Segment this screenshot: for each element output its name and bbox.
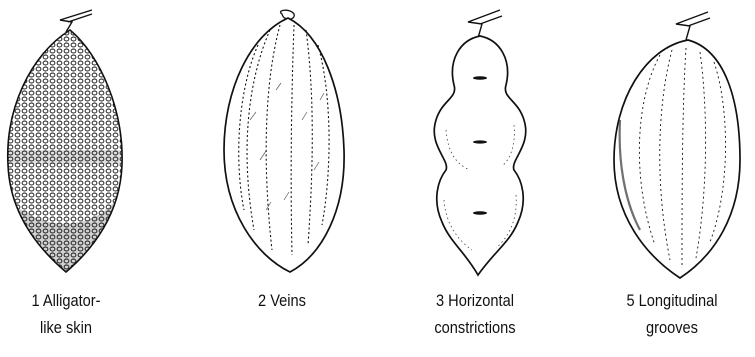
caption-horizontal-constrictions: 3 Horizontal constrictions: [411, 287, 540, 341]
stem: [676, 12, 710, 40]
caption-longitudinal-grooves: 5 Longitudinal grooves: [603, 287, 741, 341]
pod-constrictions-drawing: [410, 0, 550, 285]
stem: [468, 10, 502, 38]
stem: [60, 10, 92, 32]
caption-veins: 2 Veins: [239, 287, 325, 314]
pod-alligator-skin-drawing: [0, 0, 140, 280]
caption-alligator-skin: 1 Alligator- like skin: [25, 287, 108, 341]
pod-grooves-drawing: [600, 0, 750, 285]
pod-veins-drawing: [210, 0, 350, 280]
